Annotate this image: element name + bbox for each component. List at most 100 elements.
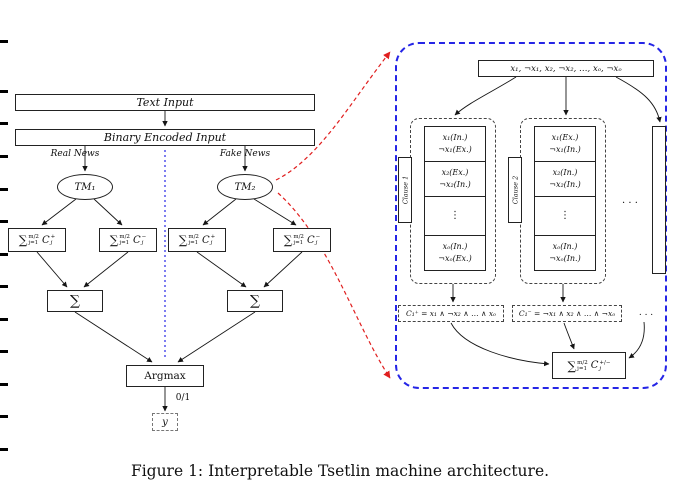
clause-variable: C	[590, 360, 599, 371]
tm1-positive-clause-sum-box: ∑ m/2 j=1 C + j	[8, 228, 66, 252]
arrow-sumD-to-sigma2	[263, 251, 303, 288]
sigma-symbol: ∑	[567, 358, 577, 373]
page-edge-mark	[0, 253, 8, 256]
clause-sign: −	[315, 234, 321, 240]
clause-subsup: − j	[316, 234, 321, 246]
clause-subsup: + j	[51, 234, 56, 246]
sum-lower-limit: j=1	[577, 365, 587, 372]
clause-index: j	[210, 240, 213, 246]
literal-line: ¬xₒ(Ex.)	[438, 254, 472, 263]
sum-limits: m/2 j=1	[188, 234, 199, 246]
page-edge-mark	[0, 122, 8, 125]
clause1-cell-x2: x₂(Ex.) ¬x₂(In.)	[424, 161, 486, 197]
tm2-label: TM₂	[234, 181, 256, 193]
sum-lower-limit: j=1	[293, 240, 304, 246]
page-edge-mark	[0, 220, 8, 223]
negative-clause-formula-box: C₁⁻ = ¬x₁ ∧ x₂ ∧ … ∧ ¬xₒ	[512, 305, 622, 322]
arrow-tm1-to-sum-minus	[93, 198, 123, 226]
literal-line: ¬x₂(In.)	[549, 180, 581, 189]
sum-expression: ∑ m/2 j=1 C +/− j	[568, 360, 611, 372]
sigma-symbol: ∑	[18, 233, 28, 247]
tm-detail-frame	[395, 42, 667, 389]
sigma-symbol: ∑	[109, 233, 119, 247]
output-variable-label: y	[162, 416, 168, 428]
fake-news-label: Fake News	[219, 149, 271, 159]
clause2-cell-xo: xₒ(In.) ¬xₒ(In.)	[534, 235, 596, 271]
arrow-sigma2-to-argmax	[177, 311, 256, 363]
sum-upper-limit: m/2	[293, 234, 304, 240]
arrow-sumA-to-sigma1	[36, 251, 68, 288]
argmax-box: Argmax	[126, 365, 204, 387]
literal-line: ¬x₂(In.)	[439, 180, 471, 189]
arrow-sigma1-to-argmax	[74, 311, 153, 363]
tm1-label: TM₁	[74, 181, 96, 193]
argmax-label: Argmax	[144, 370, 186, 382]
clause1-cell-dots: ⋮	[424, 196, 486, 236]
arrow-tm1-to-sum-plus	[41, 198, 77, 226]
literal-line: x₂(Ex.)	[441, 168, 469, 178]
clause2-cell-dots: ⋮	[534, 196, 596, 236]
literal-line: x₁(In.)	[442, 133, 468, 143]
page-edge-mark	[0, 90, 8, 93]
literal-line: xₒ(In.)	[552, 242, 578, 252]
sum-limits: m/2 j=1	[293, 234, 304, 246]
binary-encoded-input-label: Binary Encoded Input	[103, 131, 227, 144]
page-edge-mark	[0, 383, 8, 386]
output-variable-box: y	[152, 413, 178, 431]
tm1-node: TM₁	[57, 174, 113, 200]
page-edge-mark	[0, 318, 8, 321]
clause-variable: C	[41, 234, 50, 246]
output-bits-label: 0/1	[175, 393, 191, 403]
literal-line: x₂(In.)	[552, 168, 578, 178]
clause-subsup: − j	[142, 234, 147, 246]
page-edge-mark	[0, 155, 8, 158]
clause-subsup: +/− j	[599, 360, 610, 372]
clause-sign: +	[50, 234, 56, 240]
literal-line: ¬xₒ(In.)	[549, 254, 581, 263]
page-edge-mark	[0, 285, 8, 288]
detail-clause-sum-box: ∑ m/2 j=1 C +/− j	[552, 352, 626, 379]
clause-index: j	[141, 240, 144, 246]
literal-input-box: x₁, ¬x₁, x₂, ¬x₂, …, xₒ, ¬xₒ	[478, 60, 654, 77]
literal-line: xₒ(In.)	[442, 242, 468, 252]
vertical-dots: ⋮	[560, 209, 570, 221]
clause1-literal-table: x₁(In.) ¬x₁(Ex.) x₂(Ex.) ¬x₂(In.) ⋮ xₒ(I…	[424, 126, 486, 271]
tm2-total-sum-box: ∑	[227, 290, 283, 312]
sigma-symbol: ∑	[70, 293, 80, 309]
clause1-side-label: Clause 1	[398, 157, 412, 223]
sum-upper-limit: m/2	[188, 234, 199, 240]
text-input-label: Text Input	[136, 96, 194, 109]
clause-index: j	[315, 240, 318, 246]
page-edge-mark	[0, 415, 8, 418]
binary-encoded-input-box: Binary Encoded Input	[15, 129, 315, 146]
arrow-tm2-to-sum-minus	[253, 198, 297, 226]
clause-sign: +	[210, 234, 216, 240]
sum-limits: m/2 j=1	[577, 360, 588, 372]
real-news-label: Real News	[50, 149, 100, 159]
sum-lower-limit: j=1	[119, 240, 130, 246]
sum-expression: ∑ m/2 j=1 C + j	[19, 234, 55, 246]
clause2-side-label: Clause 2	[508, 157, 522, 223]
zoom-callout-arrow-top	[275, 51, 391, 181]
zoom-callout-arrow-bottom	[277, 192, 391, 379]
clause1-cell-x1: x₁(In.) ¬x₁(Ex.)	[424, 126, 486, 162]
sum-lower-limit: j=1	[28, 240, 39, 246]
sum-limits: m/2 j=1	[28, 234, 39, 246]
sigma-symbol: ∑	[283, 233, 293, 247]
clause2-literal-table: x₁(Ex.) ¬x₁(In.) x₂(In.) ¬x₂(In.) ⋮ xₒ(I…	[534, 126, 596, 271]
text-input-box: Text Input	[15, 94, 315, 111]
clause-variable: C	[201, 234, 210, 246]
arrow-sumC-to-sigma2	[196, 251, 247, 288]
clause2-cell-x1: x₁(Ex.) ¬x₁(In.)	[534, 126, 596, 162]
tm2-positive-clause-sum-box: ∑ m/2 j=1 C + j	[168, 228, 226, 252]
page-edge-mark	[0, 350, 8, 353]
literal-line: x₁(Ex.)	[551, 133, 579, 143]
clause1-cell-xo: xₒ(In.) ¬xₒ(Ex.)	[424, 235, 486, 271]
sum-upper-limit: m/2	[119, 234, 130, 240]
sum-expression: ∑ m/2 j=1 C − j	[110, 234, 146, 246]
sum-expression: ∑ m/2 j=1 C + j	[179, 234, 215, 246]
arrow-sumB-to-sigma1	[83, 251, 129, 288]
clause-sign: +/−	[599, 359, 611, 366]
tm1-negative-clause-sum-box: ∑ m/2 j=1 C − j	[99, 228, 157, 252]
